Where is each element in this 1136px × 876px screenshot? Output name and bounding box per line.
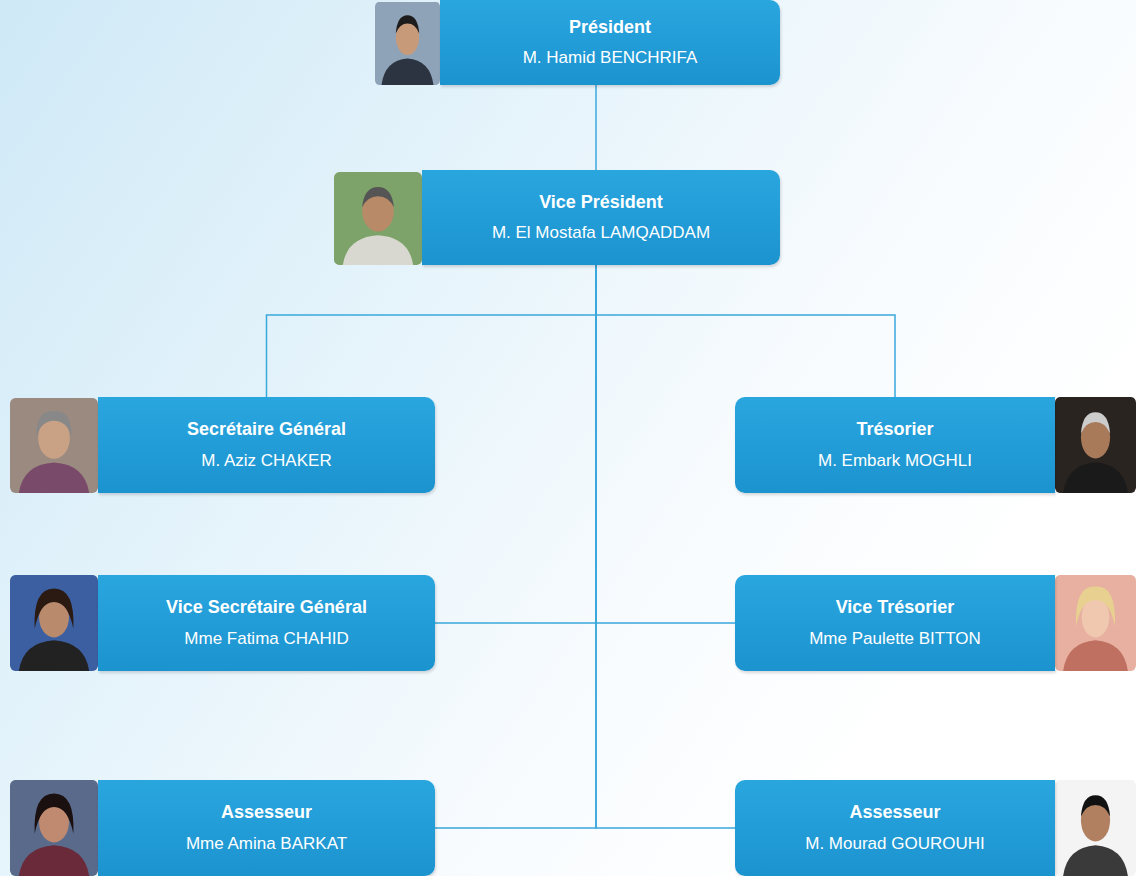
org-box: Trésorier M. Embark MOGHLI — [735, 397, 1055, 493]
portrait-photo — [1055, 575, 1136, 671]
portrait-photo — [1055, 780, 1136, 876]
member-name: M. El Mostafa LAMQADDAM — [492, 222, 710, 244]
member-name: M. Embark MOGHLI — [818, 450, 972, 472]
org-connector — [435, 265, 596, 828]
member-name: Mme Paulette BITTON — [809, 628, 981, 650]
role-title: Secrétaire Général — [187, 418, 346, 441]
member-name: M. Mourad GOUROUHI — [805, 833, 984, 855]
role-title: Vice Secrétaire Général — [166, 596, 367, 619]
org-connector — [596, 265, 895, 397]
portrait-photo — [375, 2, 440, 85]
portrait-photo — [1055, 397, 1136, 493]
role-title: Trésorier — [856, 418, 933, 441]
portrait-photo — [10, 575, 98, 671]
member-name: Mme Amina BARKAT — [186, 833, 347, 855]
org-connector — [596, 265, 735, 623]
org-box: AssesseurMme Amina BARKAT — [98, 780, 435, 876]
org-box: Vice Secrétaire GénéralMme Fatima CHAHID — [98, 575, 435, 671]
org-box: Vice Président M. El Mostafa LAMQADDAM — [422, 170, 780, 265]
member-name: M. Hamid BENCHRIFA — [523, 47, 698, 69]
portrait-photo — [10, 398, 98, 493]
role-title: Vice Président — [539, 191, 663, 214]
portrait-photo — [334, 172, 422, 265]
org-box: Secrétaire Général M. Aziz CHAKER — [98, 397, 435, 493]
org-box: Président M. Hamid BENCHRIFA — [440, 0, 780, 85]
role-title: Assesseur — [221, 801, 312, 824]
member-name: Mme Fatima CHAHID — [184, 628, 348, 650]
org-connector — [595, 85, 597, 170]
org-box: Vice TrésorierMme Paulette BITTON — [735, 575, 1055, 671]
role-title: Vice Trésorier — [836, 596, 955, 619]
role-title: Président — [569, 16, 651, 39]
portrait-photo — [10, 780, 98, 876]
org-box: Assesseur M. Mourad GOUROUHI — [735, 780, 1055, 876]
org-connector — [267, 265, 597, 397]
role-title: Assesseur — [849, 801, 940, 824]
member-name: M. Aziz CHAKER — [201, 450, 331, 472]
org-connector — [596, 265, 735, 828]
org-connector — [435, 265, 596, 623]
